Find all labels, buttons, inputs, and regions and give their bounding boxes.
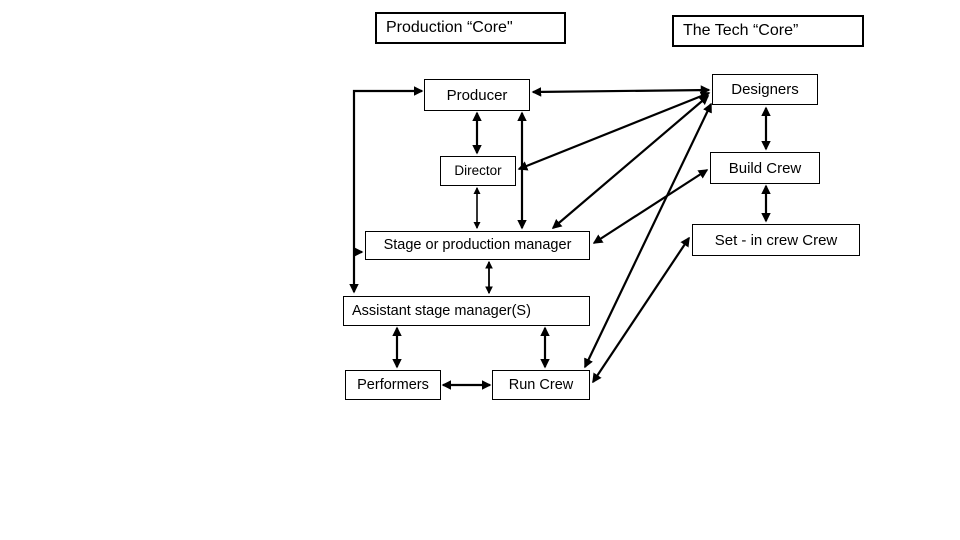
node-stage-manager-label: Stage or production manager — [383, 237, 572, 254]
connector-run-crew-set-in-crew — [592, 236, 690, 384]
node-assistant-stage-manager-label: Assistant stage manager(S) — [352, 302, 531, 319]
node-build-crew: Build Crew — [710, 152, 820, 184]
header-tech-core-label: The Tech “Core” — [683, 22, 799, 39]
node-designers-label: Designers — [731, 81, 799, 98]
connector-producer-designers — [531, 85, 711, 97]
node-set-in-crew-label: Set - in crew Crew — [714, 231, 838, 249]
node-set-in-crew: Set - in crew Crew — [692, 224, 860, 256]
header-tech-core: The Tech “Core” — [672, 15, 864, 47]
node-designers: Designers — [712, 74, 818, 105]
node-director-label: Director — [454, 163, 502, 179]
connector-left-rail — [349, 86, 424, 294]
node-performers: Performers — [345, 370, 441, 400]
node-stage-manager: Stage or production manager — [365, 231, 590, 260]
node-producer: Producer — [424, 79, 530, 111]
node-performers-label: Performers — [357, 376, 429, 393]
connector-stage-manager-designers — [551, 95, 710, 229]
header-production-core: Production “Core" — [375, 12, 566, 44]
node-build-crew-label: Build Crew — [728, 159, 802, 177]
node-producer-label: Producer — [446, 86, 508, 104]
connector-director-designers — [517, 91, 711, 171]
header-production-core-label: Production “Core" — [386, 19, 513, 36]
node-director: Director — [440, 156, 516, 186]
connector-stage-manager-build-crew — [592, 169, 709, 244]
node-run-crew: Run Crew — [492, 370, 590, 400]
node-assistant-stage-manager: Assistant stage manager(S) — [343, 296, 590, 326]
node-run-crew-label: Run Crew — [508, 376, 574, 393]
